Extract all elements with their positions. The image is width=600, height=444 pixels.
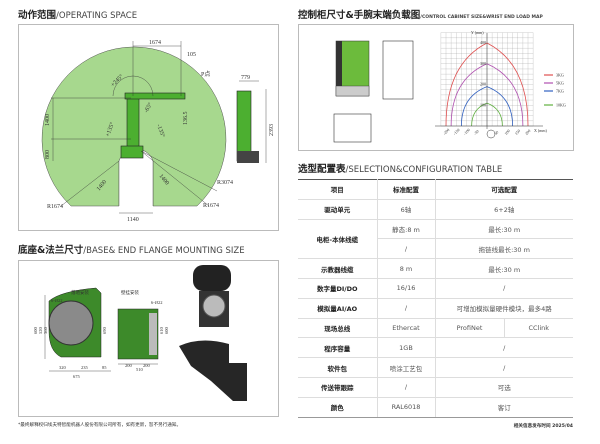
dim-610: 610 (159, 327, 164, 335)
holes-wall-label: 6-Ø22 (151, 300, 163, 305)
table-row: 软件包喷涂工艺包/ (298, 357, 573, 378)
x-axis-label: X (mm) (534, 128, 547, 133)
dim-85: 85 (102, 365, 107, 370)
floor-mount-label: 落地安装 (71, 289, 89, 296)
dim-600-wall: 600 (164, 327, 169, 335)
dim-1140: 1140 (127, 217, 139, 223)
dim-800: 800 (45, 150, 51, 159)
dim-105: 105 (187, 52, 196, 58)
table-row: /拖链线最长:30 m (298, 238, 573, 260)
release-date: 相关信息发布时间 2025/04 (513, 424, 573, 429)
y-tick-label: 100 (480, 102, 486, 107)
x-tick-label: -50 (473, 129, 480, 136)
dim-200-a: 200 (125, 363, 133, 368)
y-tick-label: 300 (480, 61, 486, 66)
cabinet-side (382, 40, 414, 100)
x-tick-label: 50 (493, 130, 499, 136)
radius-3074: R3074 (217, 180, 233, 186)
x-tick-label: 100 (503, 128, 511, 136)
y-tick-label: 400 (480, 40, 486, 45)
wrist-icon (486, 129, 496, 139)
y-tick-label: 200 (480, 82, 486, 87)
dim-1674: 1674 (149, 40, 161, 46)
dim-320: 320 (59, 365, 67, 370)
dim-200-b: 200 (143, 363, 151, 368)
x-tick-label: 150 (514, 128, 522, 136)
dim-2393: 2393 (269, 124, 275, 136)
robot-side-view (236, 90, 252, 162)
dim-235: 235 (81, 365, 89, 370)
cabinet-top (333, 113, 372, 143)
table-title: 选型配置表/SELECTION&CONFIGURATION TABLE (298, 164, 503, 175)
x-tick-label: -200 (442, 127, 451, 136)
angle-135-pos: +135° (104, 121, 116, 138)
table-row: 模拟量AI/AO/可增加模拟量硬件模块，最多4路 (298, 298, 573, 319)
flange-side-view (179, 340, 247, 401)
dim-675: 675 (73, 374, 81, 379)
angle-65: -65° (143, 101, 155, 114)
table-header: 项目标准配置可选配置 (298, 179, 573, 200)
dim-1400-vertical: 1400 (45, 114, 51, 126)
dim-690: 690 (102, 327, 107, 335)
legend-label: 5KG (556, 81, 564, 86)
base-flange-title: 底座&法兰尺寸/BASE& END FLANGE MOUNTING SIZE (18, 245, 245, 256)
radius-1674-right: R1674 (203, 203, 219, 209)
y-axis-label: Y (mm) (471, 30, 484, 35)
x-tick-label: -150 (452, 127, 461, 136)
dim-510: 510 (136, 367, 144, 372)
x-tick-label: -100 (462, 127, 471, 136)
robot-arm (126, 95, 140, 152)
angle-135-neg: -135° (155, 123, 166, 139)
legend-label: 10KG (556, 103, 566, 108)
footnote: *最终解释权归埃夫特智能机器人股份有限公司所有，如有更新，恕不另行通知。 (18, 423, 182, 428)
x-tick-label: 200 (524, 128, 532, 136)
table-row: 传送带跟踪/可选 (298, 377, 573, 398)
wall-mount-label: 壁挂安装 (121, 289, 139, 296)
flange-top-view (193, 265, 231, 291)
p-point-label: P点 (201, 70, 210, 78)
dim-779: 779 (241, 75, 250, 81)
base-flange-diagram: 落地安装 壁挂安装 6-Ø22 6-Ø22 600 520 360 320 23… (18, 260, 279, 417)
dim-360: 360 (43, 327, 48, 335)
legend-label: 7KG (556, 89, 564, 94)
dim-136-5: 136.5 (183, 112, 189, 126)
dim-520: 520 (38, 327, 43, 335)
operating-space-diagram: 1674 105 P点 779 +245° -65° +135° -135° 1… (18, 24, 279, 231)
dim-600: 600 (33, 327, 38, 335)
cabinet-title: 控制柜尺寸&手腕末端负载图/CONTROL CABINET SIZE&WRIST… (298, 10, 543, 21)
operating-space-title: 动作范围/OPERATING SPACE (18, 10, 138, 21)
legend-label: 3KG (556, 73, 564, 78)
holes-floor-label: 6-Ø22 (51, 298, 63, 303)
radius-1674-left: R1674 (47, 204, 63, 210)
